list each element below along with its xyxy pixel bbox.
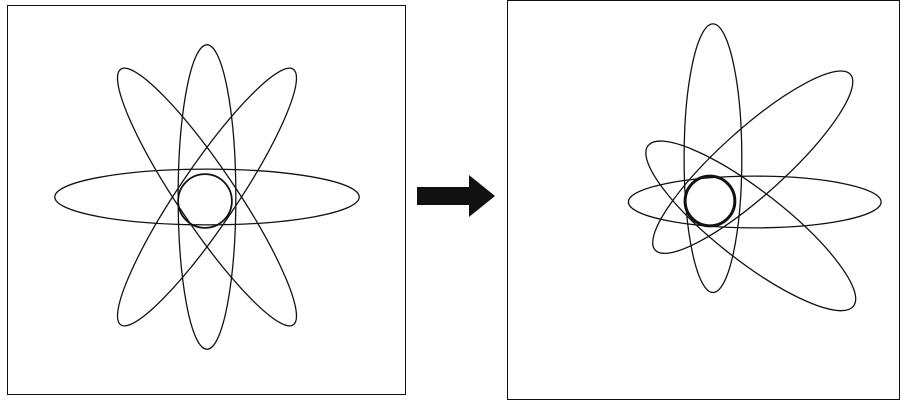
orbit-horizontal (627, 175, 882, 229)
orbit-diagonal-rising (652, 70, 854, 255)
distorted-atom-drawing (627, 23, 882, 312)
orbit-diagonal-falling (116, 67, 298, 327)
orbit-horizontal (54, 168, 360, 226)
after-panel (507, 0, 900, 400)
before-panel (7, 5, 406, 395)
orbit-vertical (177, 44, 237, 350)
orbit-diagonal-falling (645, 140, 857, 312)
orbit-vertical (683, 23, 743, 294)
orbit-diagonal-rising (116, 67, 298, 327)
symmetric-atom-drawing (54, 44, 360, 350)
right-arrow-icon (417, 175, 495, 217)
nucleus (683, 174, 737, 228)
nucleus (177, 173, 233, 229)
